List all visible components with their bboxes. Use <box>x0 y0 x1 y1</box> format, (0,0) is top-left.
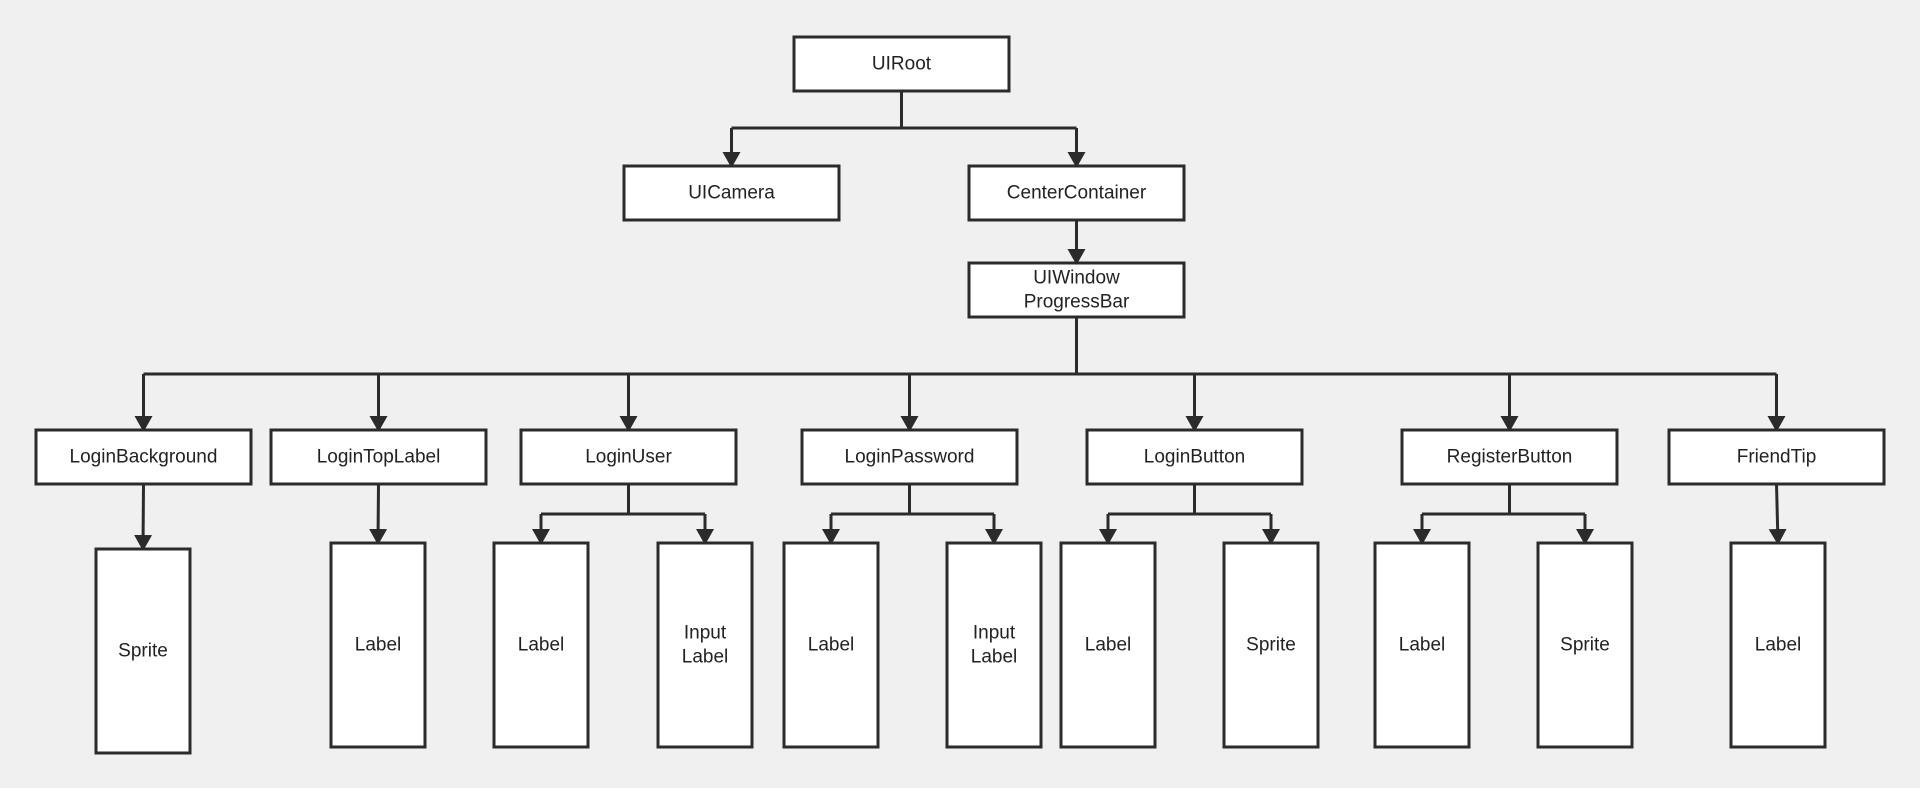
node-box <box>519 428 738 486</box>
node-box <box>945 541 1043 749</box>
node-label: Label <box>808 635 855 656</box>
node-box <box>1400 428 1619 486</box>
node-label: UIRoot <box>872 54 932 75</box>
node-box <box>329 541 427 749</box>
node-label: UICamera <box>688 183 775 204</box>
node-label: LoginButton <box>1144 447 1245 468</box>
node-label: Sprite <box>1246 635 1296 656</box>
node-password-label: Label <box>782 541 880 749</box>
node-label: LoginTopLabel <box>317 447 441 468</box>
node-register-sprite: Sprite <box>1536 541 1634 749</box>
node-logintoplabel: LoginTopLabel <box>269 428 488 486</box>
node-box <box>1373 541 1471 749</box>
node-loginpassword: LoginPassword <box>800 428 1019 486</box>
edge-friendtip-friendtip-label <box>1768 483 1787 545</box>
node-label: Sprite <box>1560 635 1610 656</box>
node-label: LoginPassword <box>845 447 975 468</box>
edge-logintoplabel-toplabel-label <box>369 483 388 545</box>
node-bg-sprite: Sprite <box>94 547 192 755</box>
node-loginbackground: LoginBackground <box>34 428 253 486</box>
node-box <box>34 428 253 486</box>
node-loginbutton: LoginButton <box>1085 428 1304 486</box>
node-centercontainer: CenterContainer <box>967 164 1186 222</box>
node-box <box>967 261 1186 319</box>
node-label: Label <box>1085 635 1132 656</box>
node-box <box>492 541 590 749</box>
node-button-label: Label <box>1059 541 1157 749</box>
node-label: Label <box>518 635 565 656</box>
node-box <box>1085 428 1304 486</box>
node-box <box>1667 428 1886 486</box>
node-label: ProgressBar <box>1024 292 1130 313</box>
node-friendtip-label: Label <box>1729 541 1827 749</box>
node-registerbutton: RegisterButton <box>1400 428 1619 486</box>
node-label: Sprite <box>118 641 168 662</box>
node-box <box>782 541 880 749</box>
node-loginuser: LoginUser <box>519 428 738 486</box>
node-label: RegisterButton <box>1447 447 1573 468</box>
edge-loginbackground-bg-sprite <box>134 483 153 551</box>
node-box <box>1222 541 1320 749</box>
node-user-label: Label <box>492 541 590 749</box>
node-register-label: Label <box>1373 541 1471 749</box>
node-label: LoginBackground <box>70 447 218 468</box>
node-uicamera: UICamera <box>622 164 841 222</box>
node-box <box>1536 541 1634 749</box>
node-toplabel-label: Label <box>329 541 427 749</box>
node-friendtip: FriendTip <box>1667 428 1886 486</box>
node-box <box>94 547 192 755</box>
node-label: CenterContainer <box>1007 183 1147 204</box>
node-label: LoginUser <box>585 447 672 468</box>
node-box <box>656 541 754 749</box>
node-box <box>269 428 488 486</box>
node-box <box>792 35 1011 93</box>
node-label: UIWindow <box>1033 268 1120 289</box>
node-label: FriendTip <box>1737 447 1817 468</box>
node-label: Label <box>971 647 1018 668</box>
node-box <box>800 428 1019 486</box>
node-box <box>1729 541 1827 749</box>
node-label: Input <box>684 623 727 644</box>
node-label: Label <box>355 635 402 656</box>
node-uiroot: UIRoot <box>792 35 1011 93</box>
node-box <box>622 164 841 222</box>
node-label: Label <box>1399 635 1446 656</box>
edges <box>134 91 1787 551</box>
node-label: Label <box>1755 635 1802 656</box>
node-label: Label <box>682 647 729 668</box>
node-label: Input <box>973 623 1016 644</box>
node-box <box>967 164 1186 222</box>
node-box <box>1059 541 1157 749</box>
node-button-sprite: Sprite <box>1222 541 1320 749</box>
